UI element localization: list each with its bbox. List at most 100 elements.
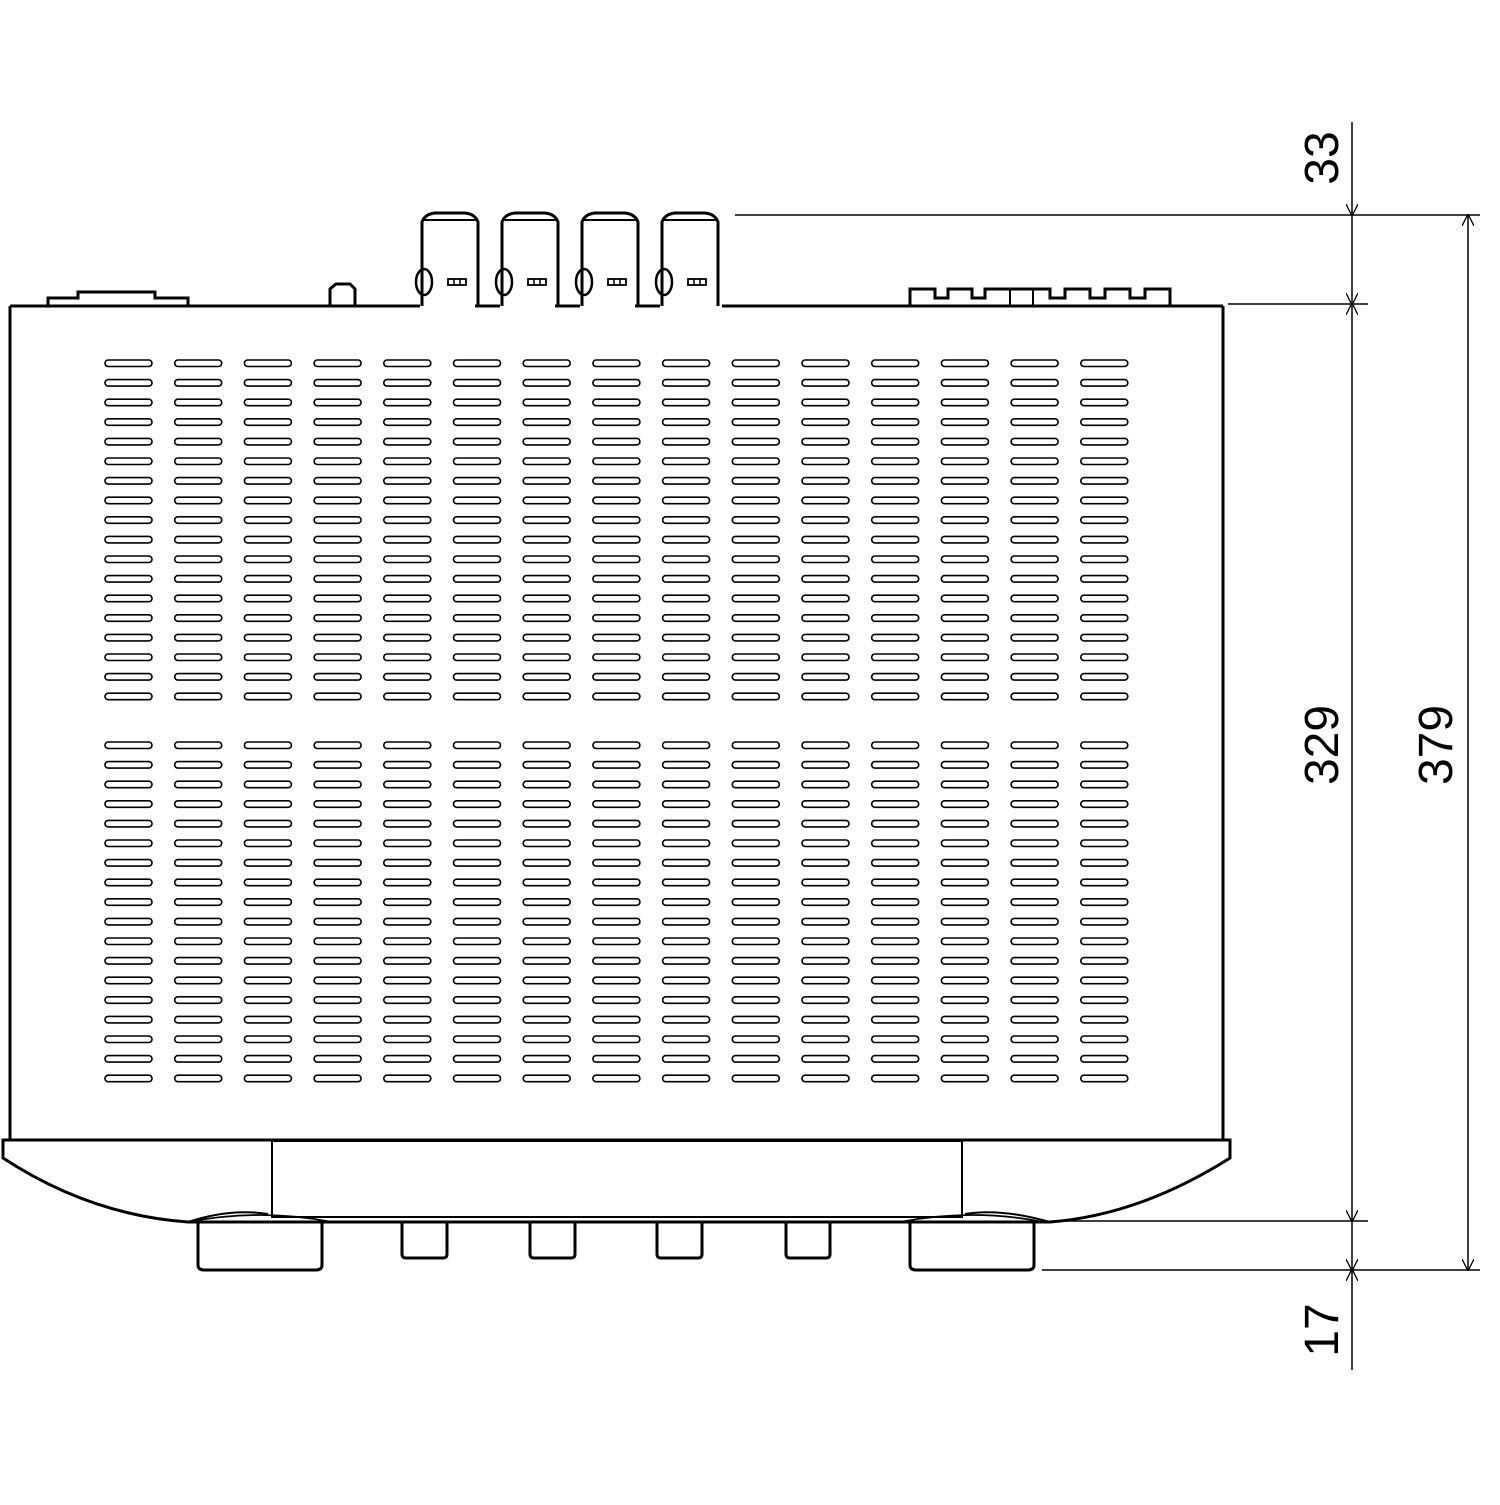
vent-slot [313, 594, 362, 603]
vent-slot [104, 515, 153, 525]
vent-slot [522, 417, 572, 427]
vent-slot [801, 359, 850, 368]
vent-slot [801, 1015, 850, 1024]
vent-slot [313, 995, 362, 1005]
vent-slot [801, 398, 850, 407]
vent-slot [592, 496, 641, 505]
vent-slot [522, 653, 572, 662]
vent-slot [522, 359, 572, 368]
vent-slot [522, 897, 572, 907]
vent-slot [104, 1035, 153, 1044]
vent-slot [592, 457, 641, 466]
vent-slot [801, 897, 850, 907]
vent-slot [243, 799, 293, 809]
vent-slot [661, 897, 711, 907]
vent-slot [801, 839, 850, 848]
vent-slot [870, 574, 920, 583]
vent-slot [1080, 417, 1129, 427]
vent-slot [870, 858, 920, 867]
vent-slot [313, 917, 362, 926]
vent-slot [661, 555, 711, 564]
vent-slot [940, 1074, 990, 1083]
vent-slot [104, 398, 153, 407]
vent-slot [313, 1015, 362, 1024]
vent-slot [870, 741, 920, 750]
vent-slot [1010, 976, 1059, 985]
vent-slot [661, 359, 711, 368]
vent-slot [382, 760, 432, 769]
vent-slot [104, 897, 153, 907]
front-button [400, 1222, 449, 1260]
vent-slot [940, 956, 990, 965]
vent-slot [1080, 398, 1129, 407]
vent-slot [592, 692, 641, 701]
vent-slot [313, 378, 362, 387]
vent-slot [1010, 956, 1059, 965]
vent-slot [452, 1054, 502, 1063]
vent-slot [870, 672, 920, 681]
speaker-terminals [414, 211, 720, 306]
vent-slot [940, 515, 990, 525]
vent-slot [452, 692, 502, 701]
vent-slot [522, 535, 572, 544]
vent-slot [940, 937, 990, 946]
vent-slot [1080, 457, 1129, 466]
vent-slot [452, 535, 502, 544]
vent-slot [592, 672, 641, 681]
vent-slot [522, 858, 572, 867]
vent-slot [661, 1074, 711, 1083]
vent-slot [801, 976, 850, 985]
vent-slot [1080, 878, 1129, 887]
vent-slot [592, 653, 641, 662]
vent-slot [104, 633, 153, 642]
vent-slot [522, 574, 572, 583]
vent-slot [1080, 359, 1129, 368]
vent-slot [452, 1074, 502, 1083]
vent-slot [382, 515, 432, 525]
vent-slot [1010, 398, 1059, 407]
vent-slot [313, 555, 362, 564]
vent-slot [313, 799, 362, 809]
vent-slot [522, 741, 572, 750]
vent-slot [870, 799, 920, 809]
vent-slot [522, 633, 572, 642]
vent-slot [870, 457, 920, 466]
vent-slot [104, 496, 153, 505]
vent-slot [661, 1054, 711, 1063]
dimension-label-front-protrusion: 17 [1296, 1303, 1349, 1356]
vent-slot [104, 1054, 153, 1063]
vent-slot [173, 672, 223, 681]
vent-slot [940, 692, 990, 701]
vent-slot [731, 1035, 781, 1044]
front-display-panel [271, 1140, 963, 1218]
vent-slot [801, 653, 850, 662]
vent-slot [1080, 1035, 1129, 1044]
vent-slot [661, 633, 711, 642]
vent-slot [313, 741, 362, 750]
vent-slot [801, 780, 850, 789]
vent-slot [243, 760, 293, 769]
vent-slot [1010, 692, 1059, 701]
vent-slot [801, 741, 850, 750]
vent-slot [1010, 672, 1059, 681]
front-controls [187, 1214, 1045, 1272]
vent-slot [104, 535, 153, 544]
vent-slot [731, 496, 781, 505]
vent-slot [452, 574, 502, 583]
rca-jack-divider [1009, 290, 1034, 306]
vent-slot [382, 555, 432, 564]
vent-slot [940, 780, 990, 789]
vent-slot [452, 937, 502, 946]
vent-slot [522, 878, 572, 887]
vent-slot [661, 839, 711, 848]
vent-slot [1080, 437, 1129, 446]
vent-slot [313, 476, 362, 485]
vent-slot [801, 437, 850, 446]
vent-slot [313, 1074, 362, 1083]
vent-slot [870, 1015, 920, 1024]
vent-slot [452, 976, 502, 985]
vent-slot [173, 555, 223, 564]
dimension-label-body-depth: 329 [1296, 705, 1349, 785]
vent-slot [313, 398, 362, 407]
